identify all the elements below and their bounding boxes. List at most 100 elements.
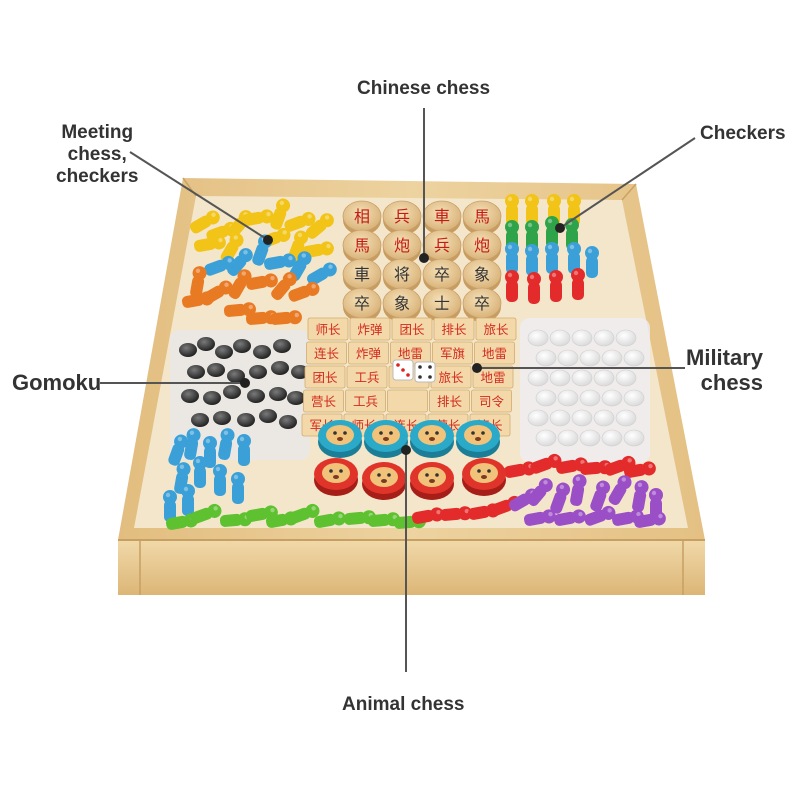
black-stone bbox=[181, 389, 199, 403]
military-chess-piece: 炸弹 bbox=[348, 341, 389, 365]
chinese-chess-piece: 相 bbox=[342, 200, 382, 235]
military-chess-piece: 旅长 bbox=[475, 317, 517, 341]
black-stone bbox=[227, 369, 245, 383]
white-stone bbox=[615, 369, 637, 387]
callout-line-checkers bbox=[559, 137, 696, 229]
dot-animal-chess bbox=[401, 445, 411, 455]
peg bbox=[227, 248, 253, 277]
military-chess-piece-text: 排长 bbox=[437, 394, 463, 409]
dot-military-chess bbox=[472, 363, 482, 373]
peg bbox=[184, 428, 201, 461]
animal-chess-disc bbox=[364, 420, 408, 458]
black-stone bbox=[287, 391, 305, 405]
peg bbox=[213, 464, 227, 496]
animal-chess-disc bbox=[362, 462, 406, 500]
military-chess-piece-text: 团长 bbox=[312, 370, 338, 385]
chinese-chess-piece: 炮 bbox=[382, 229, 422, 264]
peg bbox=[165, 513, 198, 530]
black-stone bbox=[233, 339, 251, 353]
animal-chess-disc bbox=[462, 458, 506, 496]
peg bbox=[284, 211, 316, 232]
gomoku-stones bbox=[179, 329, 645, 447]
peg bbox=[585, 246, 599, 278]
military-chess-piece: 营长 bbox=[303, 389, 344, 413]
chinese-chess-piece-char: 炮 bbox=[394, 236, 410, 255]
peg bbox=[190, 503, 222, 524]
white-stone bbox=[593, 369, 615, 387]
military-chess-piece: 团长 bbox=[304, 365, 346, 389]
black-stone bbox=[259, 409, 277, 423]
chinese-chess-piece-char: 馬 bbox=[354, 236, 370, 255]
chinese-chess-piece-char: 兵 bbox=[394, 207, 410, 226]
chinese-chess-piece: 馬 bbox=[462, 200, 502, 235]
peg bbox=[545, 242, 559, 274]
label-meeting-chess: Meeting chess, checkers bbox=[56, 122, 139, 187]
peg bbox=[193, 235, 226, 252]
peg bbox=[550, 482, 571, 514]
chinese-chess-piece: 車 bbox=[422, 200, 462, 235]
peg bbox=[411, 507, 444, 524]
peg bbox=[269, 310, 302, 325]
peg bbox=[313, 511, 346, 528]
peg bbox=[193, 456, 207, 488]
chinese-chess-piece-char: 象 bbox=[394, 294, 410, 313]
military-chess-piece-text: 工兵 bbox=[353, 394, 378, 409]
peg bbox=[288, 281, 320, 302]
chinese-chess-piece: 象 bbox=[382, 287, 422, 322]
military-chess-piece: 团长 bbox=[391, 317, 433, 341]
peg bbox=[163, 490, 177, 522]
white-stone bbox=[601, 429, 623, 447]
callout-dots bbox=[240, 223, 565, 455]
military-chess-pieces: 师长炸弹团长排长旅长连长炸弹地雷军旗地雷团长工兵旅长地雷营长工兵排长司令军长师长… bbox=[301, 317, 517, 437]
chinese-chess-piece-char: 車 bbox=[354, 265, 370, 284]
label-gomoku: Gomoku bbox=[12, 370, 102, 395]
military-chess-piece: 地雷 bbox=[474, 341, 515, 365]
chinese-chess-piece: 卒 bbox=[462, 287, 502, 322]
military-chess-piece: 旅长 bbox=[430, 365, 472, 389]
dot-checkers bbox=[555, 223, 565, 233]
peg bbox=[623, 461, 656, 478]
white-stone bbox=[549, 369, 571, 387]
white-stone bbox=[571, 369, 593, 387]
chinese-chess-piece-char: 卒 bbox=[354, 294, 370, 313]
callout-line-meeting-chess bbox=[129, 151, 269, 241]
dot-gomoku bbox=[240, 378, 250, 388]
chinese-chess-piece: 士 bbox=[422, 287, 462, 322]
military-chess-piece: 排长 bbox=[429, 389, 470, 413]
military-chess-piece-text: 军旗 bbox=[440, 346, 465, 361]
chinese-chess-piece: 象 bbox=[462, 258, 502, 293]
military-chess-piece: 地雷 bbox=[472, 365, 514, 389]
military-chess-piece-text: 团长 bbox=[399, 322, 425, 337]
label-checkers: Checkers bbox=[700, 123, 786, 144]
dot-meeting-chess bbox=[263, 235, 273, 245]
dice bbox=[392, 359, 436, 383]
chinese-chess-piece-char: 兵 bbox=[434, 236, 450, 255]
peg bbox=[525, 194, 539, 226]
peg bbox=[632, 480, 649, 513]
peg bbox=[584, 505, 616, 526]
military-chess-piece-text: 旅长 bbox=[483, 322, 509, 337]
military-chess-piece-text: 地雷 bbox=[482, 346, 507, 361]
chinese-chess-piece-char: 車 bbox=[434, 207, 450, 226]
black-stone bbox=[179, 343, 197, 357]
peg bbox=[523, 509, 556, 526]
peg bbox=[570, 474, 587, 507]
white-stone bbox=[557, 349, 579, 367]
black-stone bbox=[291, 365, 309, 379]
white-stone bbox=[549, 409, 571, 427]
military-chess-piece-text: 旅长 bbox=[438, 370, 464, 385]
military-chess-piece-text: 炸弹 bbox=[356, 346, 381, 361]
peg bbox=[571, 268, 585, 300]
military-chess-piece: 工兵 bbox=[346, 365, 388, 389]
black-stone bbox=[223, 385, 241, 399]
military-chess-piece-text: 工兵 bbox=[354, 370, 379, 385]
peg bbox=[439, 506, 472, 521]
military-chess-piece: 师长 bbox=[307, 317, 349, 341]
peg bbox=[527, 478, 553, 507]
military-chess-piece-text: 师长 bbox=[315, 322, 341, 337]
black-stone bbox=[237, 413, 255, 427]
peg bbox=[288, 503, 320, 524]
label-animal-chess: Animal chess bbox=[342, 694, 465, 715]
